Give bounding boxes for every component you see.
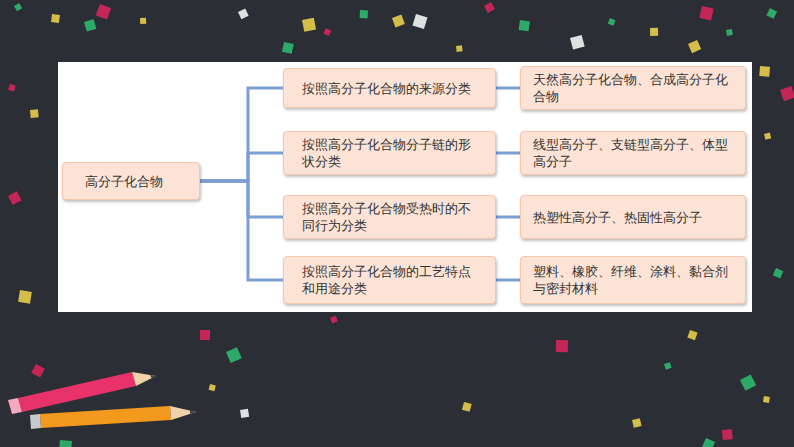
node-label: 按照高分子化合物的来源分类 bbox=[302, 80, 471, 97]
confetti-square bbox=[759, 66, 770, 77]
confetti-square bbox=[84, 19, 96, 31]
connector-line bbox=[200, 88, 283, 181]
confetti-square bbox=[763, 396, 770, 403]
confetti-square bbox=[699, 6, 713, 20]
result-box: 热塑性高分子、热固性高分子 bbox=[520, 195, 746, 239]
confetti-square bbox=[140, 18, 146, 24]
confetti-square bbox=[650, 28, 658, 36]
confetti bbox=[8, 2, 794, 447]
node-label: 热塑性高分子、热固性高分子 bbox=[533, 209, 702, 226]
confetti-square bbox=[360, 10, 368, 18]
connector-line bbox=[200, 153, 283, 181]
confetti-square bbox=[780, 86, 794, 101]
connector-line bbox=[200, 181, 283, 280]
confetti-square bbox=[14, 3, 22, 11]
confetti-square bbox=[18, 290, 32, 304]
confetti-square bbox=[30, 109, 39, 118]
root-box: 高分子化合物 bbox=[62, 162, 200, 200]
category-box: 按照高分子化合物受热时的不同行为分类 bbox=[283, 195, 496, 239]
confetti-square bbox=[330, 316, 338, 324]
result-box: 塑料、橡胶、纤维、涂料、黏合剂与密封材料 bbox=[520, 256, 746, 304]
confetti-square bbox=[282, 42, 294, 54]
connector-line bbox=[496, 216, 520, 219]
category-box: 按照高分子化合物分子链的形状分类 bbox=[283, 131, 496, 175]
connector-line bbox=[496, 87, 520, 90]
confetti-square bbox=[392, 15, 405, 28]
node-label: 天然高分子化合物、合成高分子化合物 bbox=[533, 71, 735, 105]
confetti-square bbox=[462, 402, 472, 412]
confetti-square bbox=[200, 330, 210, 340]
result-box: 线型高分子、支链型高分子、体型高分子 bbox=[520, 131, 746, 175]
confetti-square bbox=[688, 40, 701, 53]
result-box: 天然高分子化合物、合成高分子化合物 bbox=[520, 66, 746, 110]
category-box: 按照高分子化合物的来源分类 bbox=[283, 68, 496, 108]
node-label: 按照高分子化合物的工艺特点和用途分类 bbox=[302, 263, 483, 297]
confetti-square bbox=[570, 35, 585, 50]
red-pencil bbox=[8, 372, 156, 414]
confetti-square bbox=[456, 45, 463, 52]
confetti-square bbox=[773, 268, 783, 278]
confetti-square bbox=[412, 14, 427, 29]
confetti-square bbox=[740, 375, 756, 391]
confetti-square bbox=[702, 438, 715, 447]
node-label: 线型高分子、支链型高分子、体型高分子 bbox=[533, 136, 735, 170]
confetti-square bbox=[8, 191, 22, 205]
confetti-square bbox=[484, 2, 495, 13]
confetti-square bbox=[766, 8, 777, 19]
node-label: 按照高分子化合物分子链的形状分类 bbox=[302, 136, 483, 170]
connector-line bbox=[200, 181, 283, 217]
confetti-square bbox=[764, 133, 771, 140]
confetti-square bbox=[519, 20, 530, 31]
confetti-square bbox=[302, 18, 316, 32]
confetti-square bbox=[240, 409, 249, 418]
confetti-square bbox=[632, 418, 642, 428]
confetti-square bbox=[8, 84, 16, 92]
confetti-square bbox=[226, 347, 242, 363]
confetti-square bbox=[238, 9, 249, 20]
confetti-square bbox=[608, 18, 616, 26]
confetti-square bbox=[687, 330, 697, 340]
confetti-square bbox=[96, 4, 112, 20]
node-label: 高分子化合物 bbox=[85, 173, 163, 190]
confetti-square bbox=[556, 340, 568, 352]
connector-line bbox=[496, 152, 520, 155]
connector-line bbox=[496, 279, 520, 282]
confetti-square bbox=[31, 364, 45, 378]
confetti-square bbox=[323, 28, 331, 36]
category-box: 按照高分子化合物的工艺特点和用途分类 bbox=[283, 256, 496, 304]
orange-pencil bbox=[30, 406, 196, 429]
confetti-square bbox=[209, 384, 216, 391]
confetti-square bbox=[59, 440, 72, 447]
confetti-square bbox=[726, 29, 733, 36]
node-label: 塑料、橡胶、纤维、涂料、黏合剂与密封材料 bbox=[533, 263, 735, 297]
node-label: 按照高分子化合物受热时的不同行为分类 bbox=[302, 200, 483, 234]
confetti-square bbox=[722, 429, 733, 440]
confetti-square bbox=[51, 14, 60, 23]
confetti-square bbox=[664, 362, 672, 370]
